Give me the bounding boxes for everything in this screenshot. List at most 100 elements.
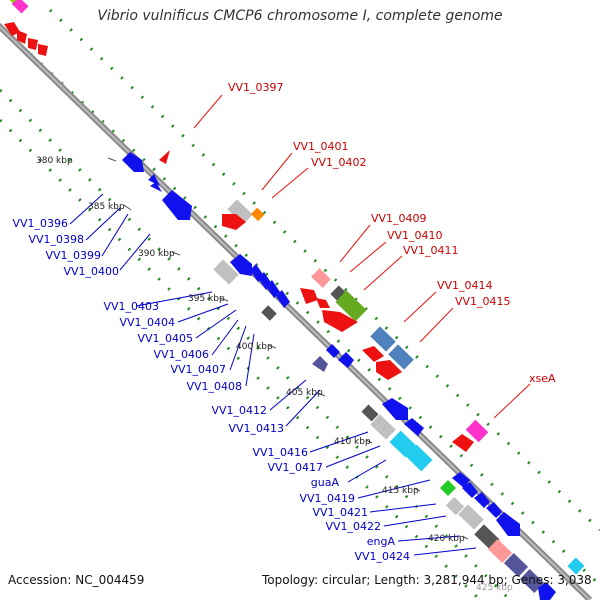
gene-label-forward[interactable]: VV1_0415: [455, 295, 511, 308]
gene-arrow-reverse[interactable]: [486, 502, 502, 518]
gene-label-reverse[interactable]: VV1_0406: [153, 348, 209, 361]
gene-arrow-reverse[interactable]: [404, 418, 424, 436]
gene-feature[interactable]: [370, 326, 396, 352]
scale-tick: [267, 344, 277, 349]
gene-feature[interactable]: [474, 524, 500, 550]
gene-label-reverse[interactable]: VV1_0424: [354, 550, 410, 563]
gene-arrow-forward[interactable]: [300, 288, 318, 304]
gene-label-reverse[interactable]: VV1_0419: [299, 492, 355, 505]
gene-arrow-reverse[interactable]: [266, 280, 280, 298]
scale-tick: [219, 297, 229, 302]
gene-feature[interactable]: [458, 504, 484, 530]
gene-label-reverse[interactable]: VV1_0417: [267, 461, 323, 474]
gene-feature[interactable]: [487, 539, 513, 563]
gene-label-forward[interactable]: VV1_0409: [371, 212, 427, 225]
gene-feature[interactable]: [388, 344, 414, 370]
gene-label-reverse[interactable]: VV1_0400: [63, 265, 119, 278]
gene-arrow-reverse[interactable]: [162, 190, 192, 220]
leader-line: [271, 167, 309, 199]
gene-label-reverse[interactable]: guaA: [311, 476, 340, 489]
gene-arrow-reverse[interactable]: [452, 472, 470, 488]
gene-label-forward[interactable]: VV1_0411: [403, 244, 459, 257]
gene-feature[interactable]: [567, 557, 585, 575]
gene-label-reverse[interactable]: engA: [367, 535, 396, 548]
gene-feature[interactable]: [370, 414, 396, 440]
gene-arrow-forward[interactable]: [4, 22, 20, 36]
gene-label-reverse[interactable]: VV1_0422: [325, 520, 381, 533]
gene-label-reverse[interactable]: VV1_0421: [312, 506, 368, 519]
gene-feature[interactable]: [227, 199, 253, 225]
gene-label-forward[interactable]: VV1_0401: [293, 140, 349, 153]
gene-feature[interactable]: [405, 444, 433, 472]
gene-arrow-forward[interactable]: [222, 214, 246, 230]
gene-feature[interactable]: [8, 0, 18, 4]
gene-label-reverse[interactable]: VV1_0405: [137, 332, 193, 345]
leader-line: [135, 291, 213, 307]
scale-tick: [365, 439, 373, 444]
gene-feature[interactable]: [11, 0, 29, 14]
gene-arrow-reverse[interactable]: [474, 492, 490, 508]
gene-label-reverse[interactable]: VV1_0396: [12, 217, 68, 230]
leader-line: [211, 319, 239, 356]
gene-arrow-reverse[interactable]: [462, 482, 478, 498]
gene-arrow-reverse[interactable]: [230, 254, 252, 276]
scale-label: 425 kbp: [476, 583, 513, 593]
gene-arrow-forward[interactable]: [362, 346, 384, 362]
gene-feature[interactable]: [261, 305, 277, 321]
leader-line: [245, 333, 255, 387]
gene-label-reverse[interactable]: VV1_0416: [252, 446, 308, 459]
scale-label: 410 kbp: [334, 437, 371, 447]
gene-feature[interactable]: [465, 419, 489, 443]
scale-label: 420 kbp: [428, 534, 465, 544]
gene-feature[interactable]: [250, 207, 265, 222]
leader-line: [349, 241, 387, 273]
leader-line: [383, 515, 447, 527]
gene-label-forward[interactable]: xseA: [529, 372, 556, 385]
gene-feature[interactable]: [503, 553, 529, 577]
gene-arrow-reverse[interactable]: [276, 290, 290, 308]
gene-label-forward[interactable]: VV1_0397: [228, 81, 284, 94]
gene-feature[interactable]: [519, 569, 545, 593]
gene-arrow-forward[interactable]: [452, 434, 474, 452]
scale-label: 390 kbp: [138, 249, 175, 259]
gene-label-reverse[interactable]: VV1_0407: [170, 363, 226, 376]
gene-arrow-reverse[interactable]: [326, 344, 340, 358]
gene-arrow-reverse[interactable]: [148, 174, 160, 186]
gene-arrow-reverse[interactable]: [496, 512, 520, 536]
gene-arrow-forward[interactable]: [17, 30, 27, 44]
gene-feature[interactable]: [311, 268, 331, 288]
accession-info: Accession: NC_004459: [8, 573, 144, 587]
gene-feature[interactable]: [335, 290, 367, 322]
gene-arrow-forward[interactable]: [316, 298, 330, 308]
gene-label-forward[interactable]: VV1_0410: [387, 229, 443, 242]
leader-line: [195, 309, 237, 339]
scale-tick: [413, 487, 421, 492]
gene-label-reverse[interactable]: VV1_0413: [228, 422, 284, 435]
gene-feature[interactable]: [389, 430, 417, 458]
gene-label-reverse[interactable]: VV1_0404: [119, 316, 175, 329]
gene-feature[interactable]: [361, 404, 379, 422]
gene-arrow-reverse[interactable]: [538, 582, 556, 600]
gene-arrow-reverse[interactable]: [338, 352, 354, 368]
gene-label-reverse[interactable]: VV1_0399: [45, 249, 101, 262]
leader-line: [229, 325, 247, 371]
gene-arrow-reverse[interactable]: [122, 152, 144, 172]
gene-label-forward[interactable]: VV1_0402: [311, 156, 367, 169]
gene-arrow-reverse[interactable]: [440, 480, 456, 496]
gene-arrow-forward[interactable]: [322, 310, 358, 332]
gene-feature[interactable]: [213, 259, 239, 285]
leader-line: [419, 307, 454, 343]
gene-arrow-reverse[interactable]: [382, 398, 408, 420]
gene-label-reverse[interactable]: VV1_0408: [186, 380, 242, 393]
gene-arrow-forward[interactable]: [376, 360, 402, 380]
gene-arrow-forward[interactable]: [28, 38, 38, 50]
gene-feature[interactable]: [445, 496, 465, 516]
gene-label-reverse[interactable]: VV1_0398: [28, 233, 84, 246]
gene-label-forward[interactable]: VV1_0414: [437, 279, 493, 292]
gene-arrow-forward[interactable]: [159, 150, 170, 164]
gene-arrow-forward[interactable]: [38, 44, 48, 56]
gene-arrow-reverse[interactable]: [312, 356, 328, 372]
gene-label-reverse[interactable]: VV1_0403: [103, 300, 159, 313]
gene-arrow-reverse[interactable]: [150, 182, 162, 192]
gene-label-reverse[interactable]: VV1_0412: [211, 404, 267, 417]
